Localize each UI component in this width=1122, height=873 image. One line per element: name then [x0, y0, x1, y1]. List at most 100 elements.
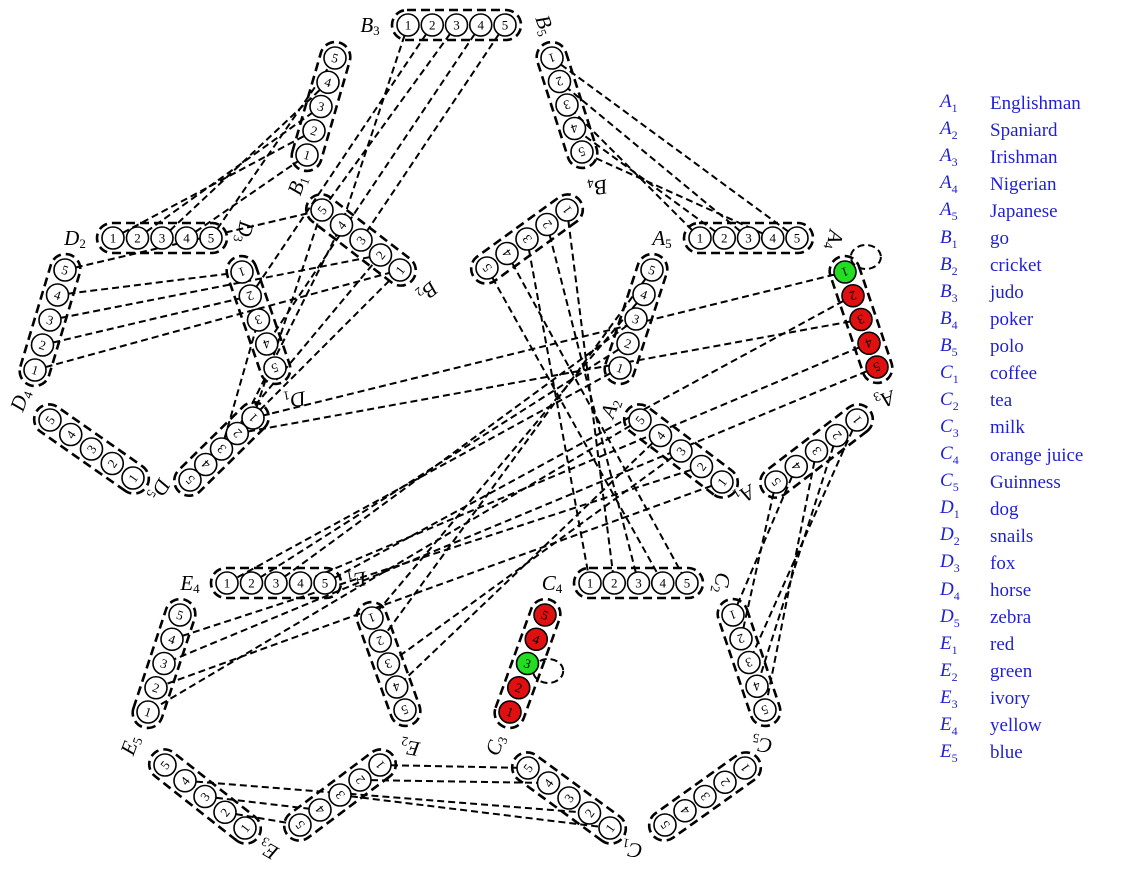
- legend-subscript: 1: [951, 236, 958, 251]
- node-number: 5: [794, 231, 801, 246]
- group-label: D3: [231, 218, 259, 245]
- group-outline: [647, 751, 763, 842]
- node-number: 4: [660, 576, 667, 591]
- self-loop: [849, 243, 882, 270]
- node-number: 2: [134, 231, 141, 246]
- legend-key: D4: [940, 579, 990, 604]
- group-label: B4: [586, 174, 610, 202]
- legend-value: tea: [990, 390, 1013, 412]
- constraint-edge: [764, 450, 818, 711]
- legend-key: C2: [940, 389, 990, 414]
- legend-subscript: 3: [951, 290, 958, 305]
- node-a1-2: [689, 454, 714, 479]
- legend-value: coffee: [990, 363, 1038, 385]
- node-e2-1: [368, 753, 392, 777]
- legend-letter: E: [940, 713, 952, 735]
- node-b5-5: [570, 140, 594, 164]
- node-number: 1: [366, 610, 377, 626]
- group-outline: [572, 566, 705, 600]
- node-b4-4: [495, 241, 519, 266]
- node-d3-4: [254, 332, 279, 356]
- legend-key: D1: [940, 497, 990, 522]
- legend-key: A1: [940, 91, 990, 116]
- constraint-edge: [581, 151, 774, 239]
- legend-subscript: 3: [951, 155, 958, 170]
- legend-value: orange juice: [990, 444, 1084, 466]
- node-e3-1: [233, 816, 257, 840]
- legend-value: yellow: [990, 715, 1042, 737]
- constraint-edge: [379, 764, 529, 769]
- node-number: 4: [478, 18, 485, 33]
- group-label: B1: [282, 172, 312, 199]
- node-number: 4: [531, 631, 543, 647]
- node-number: 5: [872, 359, 883, 375]
- node-number: 3: [635, 576, 642, 591]
- group-label: E4: [179, 571, 200, 596]
- node-number: 1: [224, 576, 231, 591]
- legend-value: fox: [990, 552, 1016, 574]
- node-number: 5: [208, 231, 215, 246]
- legend-value: dog: [990, 498, 1019, 520]
- legend-letter: A: [940, 145, 952, 167]
- node-d2-5: [199, 226, 223, 250]
- constraint-edge: [252, 271, 846, 419]
- constraint-edge: [339, 794, 611, 829]
- constraint-edge: [387, 450, 682, 665]
- node-number: 1: [302, 147, 312, 163]
- node-number: 4: [751, 678, 762, 694]
- group-label-letter: D: [289, 386, 309, 412]
- constraint-edge: [204, 795, 321, 811]
- group-outline: [390, 8, 523, 42]
- group-label-letter: C: [755, 732, 774, 758]
- legend-letter: E: [940, 632, 952, 654]
- constraint-edge: [237, 318, 862, 435]
- node-b1-3: [309, 94, 333, 119]
- legend-value: go: [990, 227, 1009, 249]
- group-label: A1: [730, 478, 761, 510]
- group-outline: [493, 597, 562, 730]
- legend-letter: E: [940, 686, 952, 708]
- constraint-edge: [226, 367, 621, 584]
- node-number: 4: [770, 231, 777, 246]
- legend-subscript: 1: [953, 507, 960, 522]
- constraint-edge: [360, 24, 506, 241]
- constraint-edge: [136, 105, 322, 239]
- node-a5-1: [688, 226, 712, 250]
- group-label: A2: [595, 395, 625, 423]
- group-label: E3: [254, 834, 284, 865]
- node-e2-4: [308, 798, 332, 822]
- group-outline: [304, 193, 418, 287]
- node-b2-4: [329, 213, 354, 237]
- group-label-letter: E: [352, 566, 370, 592]
- node-c1-4: [536, 771, 561, 795]
- node-a5-4: [760, 226, 785, 250]
- group-label-subscript: 4: [556, 581, 563, 596]
- node-d4-5: [53, 258, 77, 282]
- constraint-edge: [155, 481, 723, 689]
- node-number: 1: [30, 362, 41, 378]
- group-label: B2: [413, 276, 444, 307]
- node-number: 5: [684, 576, 691, 591]
- constraint-edge: [184, 779, 590, 814]
- node-e1-2: [368, 629, 393, 653]
- group-outline: [172, 400, 271, 498]
- legend-letter: B: [940, 334, 952, 356]
- legend-letter: C: [940, 361, 953, 383]
- node-a3-1: [845, 408, 869, 432]
- legend-subscript: 4: [951, 317, 958, 332]
- node-d2-2: [125, 226, 150, 250]
- node-b2-2: [368, 243, 393, 267]
- node-b4-1: [555, 198, 579, 222]
- legend-key: A5: [940, 199, 990, 224]
- constraint-edge: [371, 293, 645, 619]
